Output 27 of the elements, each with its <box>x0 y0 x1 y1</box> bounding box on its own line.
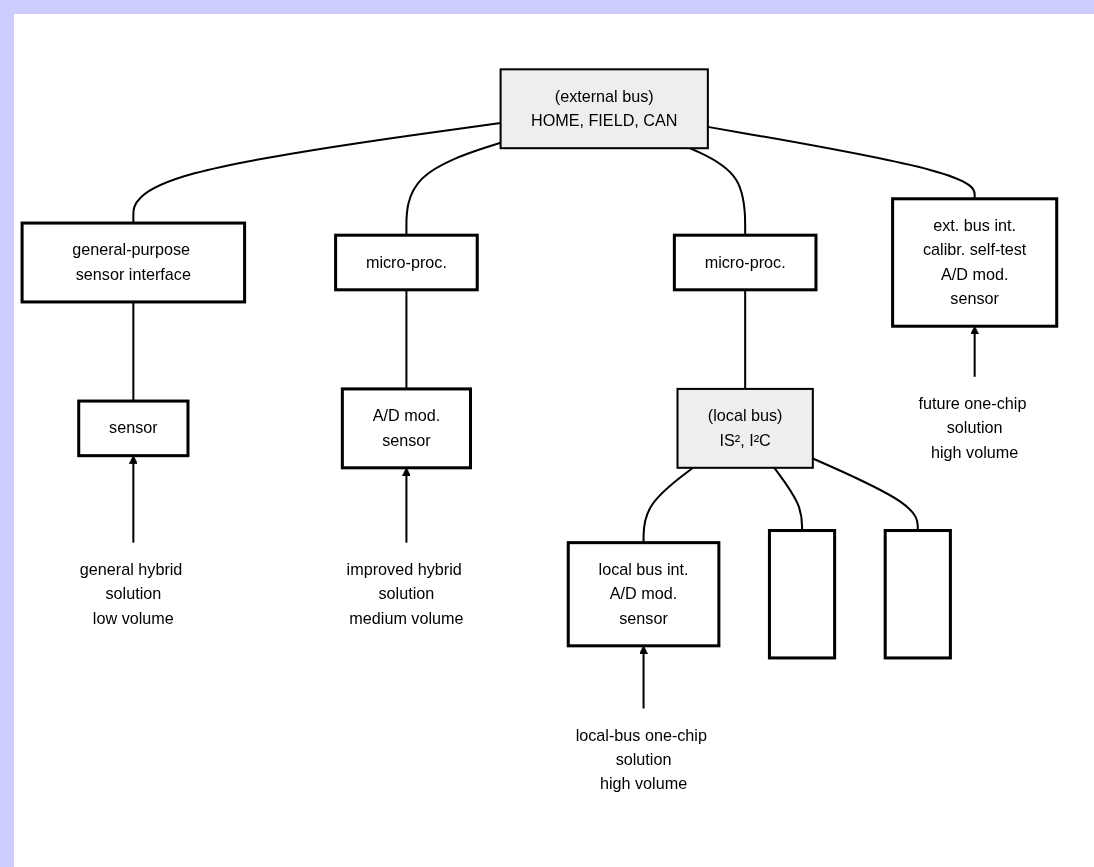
node-text: future one-chip solution high volume <box>918 394 1027 461</box>
connector <box>642 467 694 543</box>
node-box: micro-proc. <box>672 233 818 292</box>
connector <box>773 467 804 531</box>
node-box: A/D mod. sensor <box>340 387 472 470</box>
node-box: local bus int. A/D mod. sensor <box>566 541 721 648</box>
node-box <box>883 529 952 660</box>
node-box: (external bus) HOME, FIELD, CAN <box>499 68 709 150</box>
connector <box>744 289 747 389</box>
node-box: micro-proc. <box>334 233 479 292</box>
connector <box>405 141 501 236</box>
connector <box>707 125 976 199</box>
node-box <box>767 529 837 660</box>
node-box: ext. bus int. calibr. self-test A/D mod. sensor <box>891 197 1059 328</box>
connector <box>405 289 408 389</box>
node-box: (local bus) IS², I²C <box>676 387 814 469</box>
node-text: improved hybrid solution medium volume <box>346 560 464 627</box>
connector <box>132 122 501 224</box>
node-box: general-purpose sensor interface <box>20 221 247 304</box>
connector <box>132 301 135 402</box>
connector <box>812 457 919 531</box>
node-text: local-bus one-chip solution high volume <box>575 726 707 793</box>
arrow <box>128 455 138 543</box>
node-box: sensor <box>77 399 190 458</box>
arrow <box>639 645 648 709</box>
arrow <box>401 467 411 543</box>
node-text: general hybrid solution low volume <box>79 560 183 627</box>
